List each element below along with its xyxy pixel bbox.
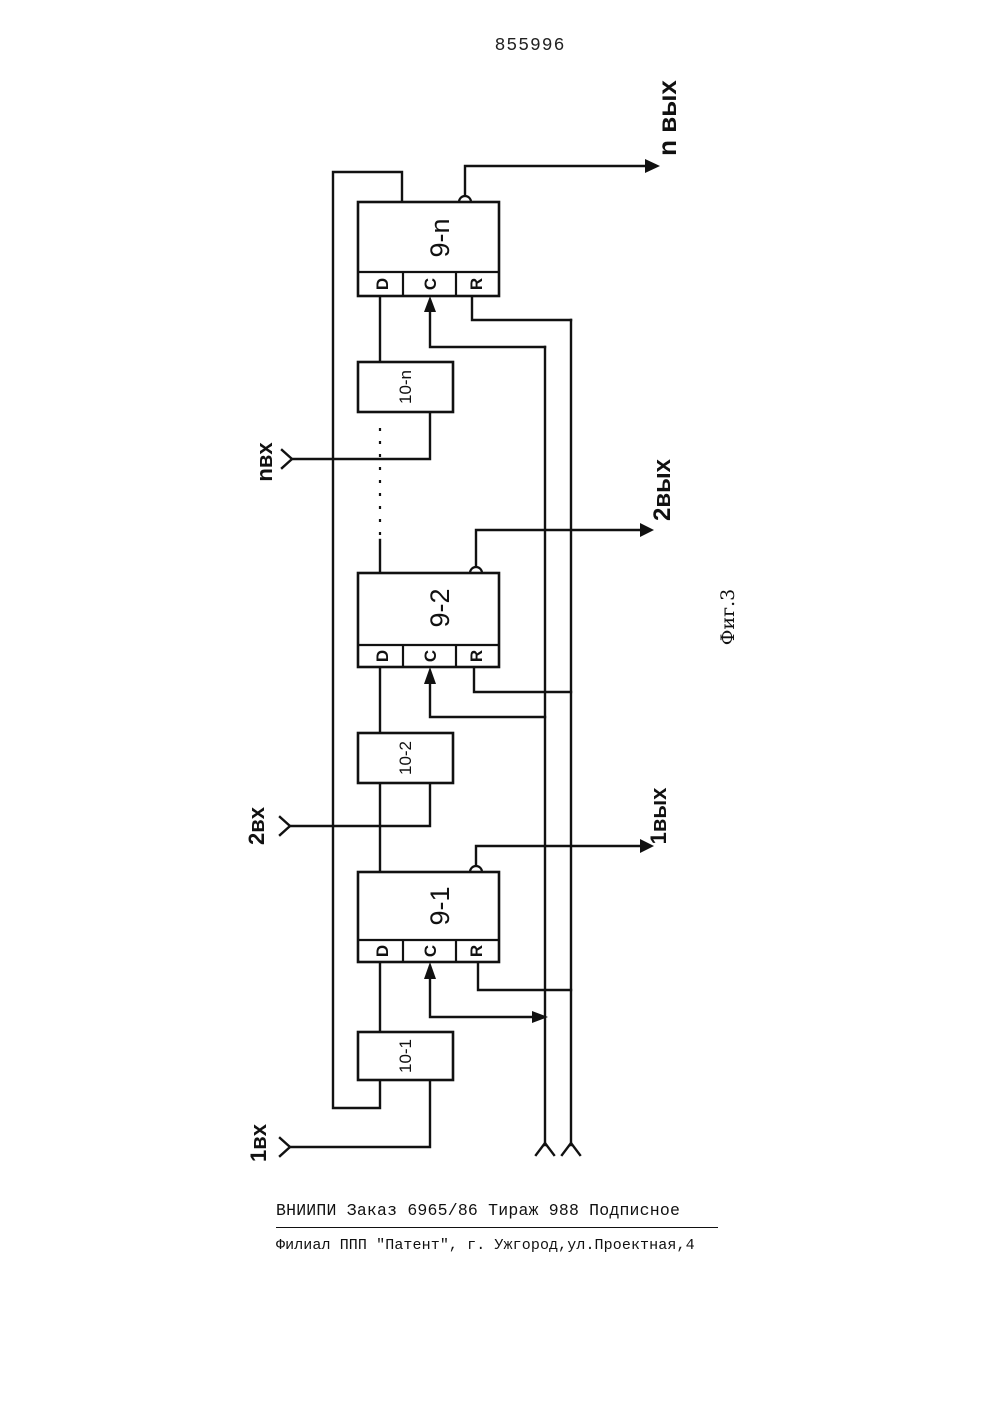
input-wire-1	[290, 1080, 430, 1147]
pin-d-9-2: D	[373, 650, 392, 662]
output-label-n: n вых	[652, 80, 682, 156]
clock-arrow-9-1	[424, 962, 436, 979]
gate-10-2-label: 10-2	[396, 741, 415, 775]
output-arrow-n	[645, 159, 660, 173]
output-wire-2	[476, 530, 640, 573]
input-terminal-n	[282, 450, 292, 468]
footer-print-info: ВНИИПИ Заказ 6965/86 Тираж 988 Подписное	[276, 1201, 680, 1220]
figure-caption: Фиг.3	[717, 589, 739, 646]
footer-divider	[276, 1227, 718, 1228]
trigger-9-2: 9-2 D C R	[358, 573, 499, 667]
gate-10-2: 10-2	[358, 733, 453, 783]
reset-wire-9-1	[478, 962, 571, 990]
pin-d-9-n: D	[373, 278, 392, 290]
output-wire-1	[476, 846, 640, 872]
clock-arrow-9-n	[424, 296, 436, 312]
pin-r-9-1: R	[467, 945, 486, 957]
clock-wire-9-2	[430, 682, 545, 717]
pin-r-9-2: R	[467, 650, 486, 662]
pin-c-9-n: C	[421, 278, 440, 290]
input-wire-2	[290, 783, 430, 826]
pin-c-9-2: C	[421, 650, 440, 662]
output-wire-n	[465, 166, 645, 202]
trigger-9-1-label: 9-1	[425, 886, 455, 925]
output-arrow-2	[640, 523, 654, 537]
gate-10-n-label: 10-n	[396, 370, 415, 404]
input-wire-n	[292, 412, 430, 459]
gate-10-n: 10-n	[358, 362, 453, 412]
clock-arrow-9-2	[424, 667, 436, 684]
reset-wire-9-n	[472, 296, 571, 320]
pin-c-9-1: C	[421, 945, 440, 957]
trigger-9-n-label: 9-n	[425, 218, 455, 257]
pin-r-9-n: R	[467, 278, 486, 290]
gate-10-1: 10-1	[358, 1032, 453, 1080]
reset-wire-9-2	[474, 667, 571, 692]
gate-10-1-label: 10-1	[396, 1039, 415, 1073]
input-terminal-1	[280, 1138, 290, 1156]
trigger-9-1: 9-1 D C R	[358, 872, 499, 962]
clock-wire-9-1	[430, 978, 538, 1017]
output-label-2: 2вых	[649, 458, 676, 521]
clock-wire-9-n	[430, 310, 545, 347]
trigger-9-2-label: 9-2	[425, 588, 455, 627]
input-terminal-2	[280, 817, 290, 835]
bus-terminal-clock	[536, 1143, 554, 1155]
bus-terminal-reset	[562, 1143, 580, 1155]
input-label-2: 2вх	[244, 806, 269, 845]
output-label-1: 1вых	[646, 787, 671, 845]
input-label-1: 1вх	[246, 1123, 271, 1162]
footer-publisher-address: Филиал ППП "Патент", г. Ужгород,ул.Проек…	[276, 1237, 695, 1254]
pin-d-9-1: D	[373, 945, 392, 957]
input-label-n: nвх	[252, 442, 277, 482]
trigger-9-n: 9-n D C R	[358, 202, 499, 296]
